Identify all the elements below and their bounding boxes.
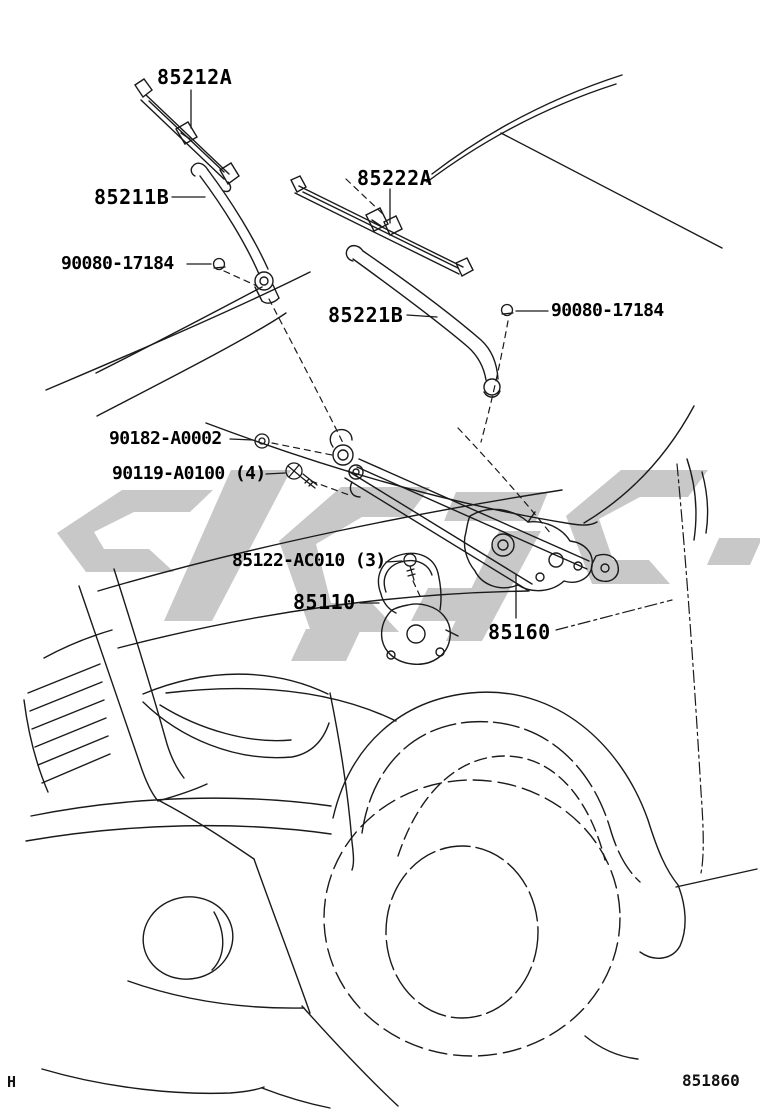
wiper-blade-lh-drawing (134, 78, 240, 193)
pivot-bolt-drawing (285, 462, 318, 489)
pivot-grommet-drawing (254, 433, 270, 449)
frame-letter: H (7, 1073, 17, 1091)
drawing-number: 851860 (682, 1071, 740, 1090)
wiper-arm-lh-drawing (190, 162, 280, 304)
label-leader-lines (171, 89, 549, 619)
part-label-85221b[interactable]: 85221B (328, 303, 404, 327)
part-label-90080-17184-left[interactable]: 90080-17184 (61, 253, 174, 274)
wiper-motor-drawing (377, 552, 459, 665)
assembly-dashed-lines (223, 178, 552, 597)
part-label-85211b[interactable]: 85211B (94, 185, 170, 209)
wiper-link-assembly-drawing (329, 428, 619, 592)
vehicle-body-outline (23, 74, 758, 1109)
part-label-85212a[interactable]: 85212A (157, 65, 233, 89)
part-label-85110[interactable]: 85110 (293, 590, 356, 614)
motor-bolt-drawing (403, 553, 417, 581)
part-label-85222a[interactable]: 85222A (357, 166, 433, 190)
part-label-85122-ac010[interactable]: 85122-AC010 (3) (232, 550, 386, 571)
part-label-90182-a0002[interactable]: 90182-A0002 (109, 428, 222, 449)
part-label-90080-17184-right[interactable]: 90080-17184 (551, 300, 664, 321)
part-label-90119-a0100[interactable]: 90119-A0100 (4) (112, 463, 266, 484)
arm-head-cap-lh-drawing (212, 257, 226, 271)
arm-head-cap-rh-drawing (500, 303, 514, 317)
part-label-85160[interactable]: 85160 (488, 620, 551, 644)
wiper-blade-rh-drawing (290, 175, 474, 277)
